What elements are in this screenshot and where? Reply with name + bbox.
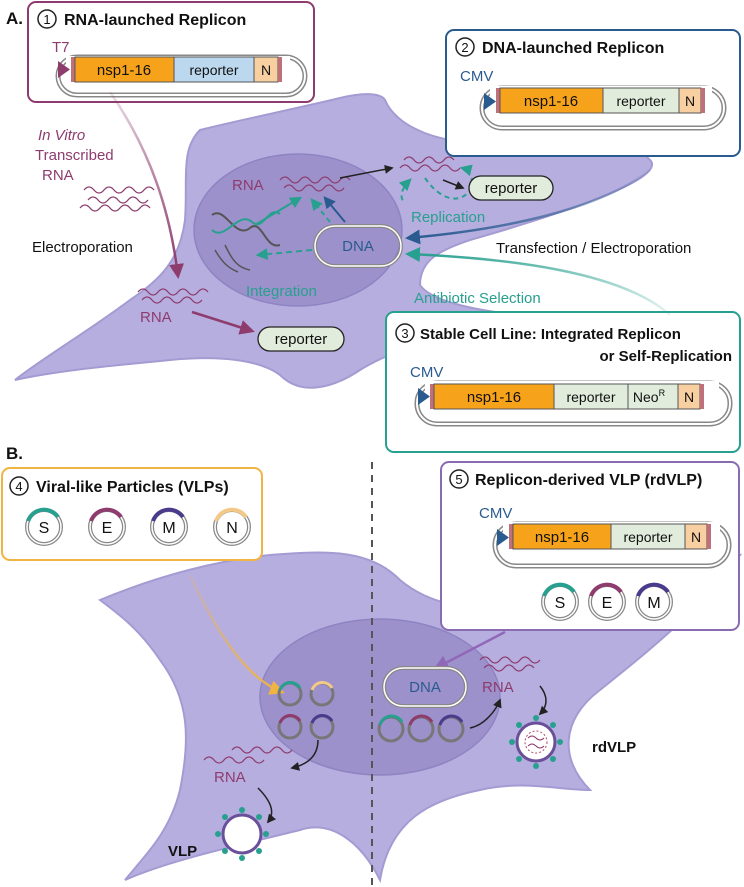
svg-text:S: S [39, 520, 50, 537]
box-5-title: Replicon-derived VLP (rdVLP) [475, 472, 702, 489]
svg-text:reporter: reporter [623, 529, 672, 545]
plasmid-e-box5: E [588, 582, 626, 621]
plasmid-s-box4: S [25, 507, 63, 546]
svg-text:M: M [162, 520, 175, 537]
box-1-number-badge [37, 9, 57, 29]
box-1-promoter: T7 [52, 39, 70, 56]
label-antibiotic: Antibiotic Selection [414, 290, 541, 307]
svg-text:M: M [647, 595, 660, 612]
label-rna-word: RNA [42, 167, 74, 184]
arrow-electroporation [108, 91, 184, 279]
label-dna-b: DNA [409, 679, 441, 696]
plasmid-n-box4: N [213, 507, 251, 546]
svg-text:nsp1-16: nsp1-16 [524, 93, 578, 110]
rna-strand-invitro [83, 186, 155, 194]
vlp-particle-icon [215, 807, 269, 861]
arrow-rna-to-reporter [191, 310, 255, 335]
label-in-vitro: In Vitro [38, 127, 85, 144]
svg-text:nsp1-16: nsp1-16 [467, 389, 521, 406]
arrow-transfection [405, 169, 651, 245]
arrow-rdvlp-transfection [433, 630, 506, 670]
label-rna-nucleus: RNA [232, 177, 264, 194]
label-vlp: VLP [168, 843, 197, 860]
arrow-antibiotic-selection [405, 247, 671, 316]
box-3-promoter: CMV [410, 364, 443, 381]
box-1-promoter-arrow [58, 61, 70, 78]
svg-text:3: 3 [401, 326, 408, 341]
plasmid-m-box4: M [150, 507, 188, 546]
arrow-vlp-transfection [188, 574, 285, 695]
box-5-promoter: CMV [479, 505, 512, 522]
label-transcribed: Transcribed [35, 147, 114, 164]
section-b-label: B. [6, 444, 23, 463]
svg-text:2: 2 [461, 40, 468, 55]
section-a-label: A. [6, 9, 23, 28]
rna-strand-nucleus [279, 176, 351, 184]
label-rna-left: RNA [214, 769, 246, 786]
box-4-title: Viral-like Particles (VLPs) [36, 479, 229, 496]
svg-text:nsp1-16: nsp1-16 [535, 529, 589, 546]
nucleus-b-plasmids-left [277, 681, 335, 740]
svg-text:N: N [684, 389, 694, 405]
nucleus-b-plasmids-right [377, 714, 465, 743]
label-transfection: Transfection / Electroporation [496, 240, 691, 257]
rna-strand-right [479, 656, 541, 664]
label-electroporation: Electroporation [32, 239, 133, 256]
reporter-pill-top [468, 175, 554, 201]
label-integration: Integration [246, 283, 317, 300]
rna-strand-left [231, 746, 293, 754]
svg-text:N: N [691, 529, 701, 545]
box-2-title: DNA-launched Replicon [482, 40, 664, 57]
box-3-neo: NeoR [633, 388, 666, 405]
arrow-integration [255, 248, 313, 261]
svg-text:1: 1 [43, 12, 50, 27]
box-2-dna-launched-replicon: 2 DNA-launched Replicon CMV nsp1-16 repo… [445, 29, 741, 157]
reporter-pill-bottom [257, 326, 345, 352]
box-1-rna-launched-replicon: 1 RNA-launched Replicon T7 nsp1-16 repor… [27, 1, 315, 103]
svg-text:reporter: reporter [485, 180, 538, 197]
plasmid-s-box5: S [541, 582, 579, 621]
svg-text:E: E [602, 595, 613, 612]
rdvlp-particle-icon [509, 715, 563, 769]
svg-text:S: S [555, 595, 566, 612]
svg-text:reporter: reporter [566, 389, 615, 405]
svg-text:4: 4 [15, 479, 22, 494]
box-3-title-line2: or Self-Replication [599, 348, 732, 365]
svg-text:N: N [685, 93, 695, 109]
rna-strand-replication [403, 156, 455, 164]
svg-text:E: E [102, 520, 113, 537]
rna-strand-cytoplasm [137, 288, 209, 296]
chromatin-icon [211, 211, 281, 273]
label-rna-cytoplasm: RNA [140, 309, 172, 326]
svg-text:reporter: reporter [616, 93, 665, 109]
box-5-replicon-derived-vlp: 5 Replicon-derived VLP (rdVLP) CMV nsp1-… [440, 461, 740, 631]
box-1-gene: nsp1-16 [97, 62, 151, 79]
label-replication: Replication [411, 209, 485, 226]
box-4-viral-like-particles: 4 Viral-like Particles (VLPs) S E M N [1, 467, 263, 561]
svg-text:N: N [226, 520, 238, 537]
label-dna-a: DNA [342, 238, 374, 255]
box-3-stable-cell-line: 3 Stable Cell Line: Integrated Replicon … [385, 311, 741, 453]
box-1-n: N [261, 62, 271, 78]
plasmid-m-box5: M [635, 582, 673, 621]
svg-text:5: 5 [455, 472, 462, 487]
label-rdvlp: rdVLP [592, 739, 636, 756]
plasmid-e-box4: E [88, 507, 126, 546]
box-1-reporter: reporter [189, 62, 238, 78]
label-rna-right: RNA [482, 679, 514, 696]
box-1-title: RNA-launched Replicon [64, 12, 246, 29]
box-3-title-line1: Stable Cell Line: Integrated Replicon [420, 326, 681, 343]
box-2-promoter: CMV [460, 68, 493, 85]
svg-text:reporter: reporter [275, 331, 328, 348]
